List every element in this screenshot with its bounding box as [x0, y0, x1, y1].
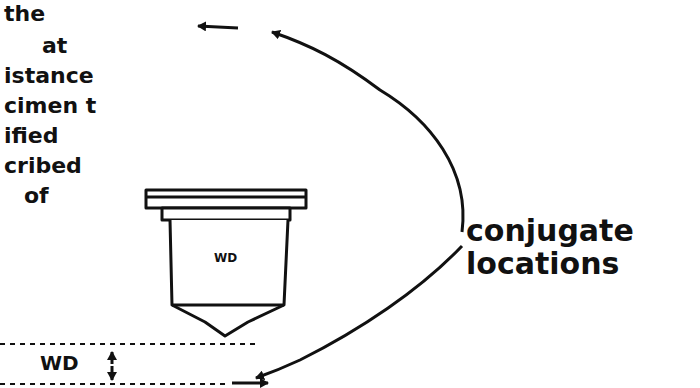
note-text: cimen t: [4, 94, 96, 118]
dimension-label: WD: [40, 352, 79, 374]
note-text: of: [24, 184, 49, 208]
objective-marking: WD: [214, 252, 237, 265]
note-text: ified: [4, 124, 59, 148]
note-text: cribed: [4, 154, 82, 178]
callout-label: conjugate locations: [466, 214, 666, 280]
note-text: at: [42, 34, 67, 58]
note-text: istance: [4, 64, 94, 88]
note-text: the: [4, 2, 45, 26]
